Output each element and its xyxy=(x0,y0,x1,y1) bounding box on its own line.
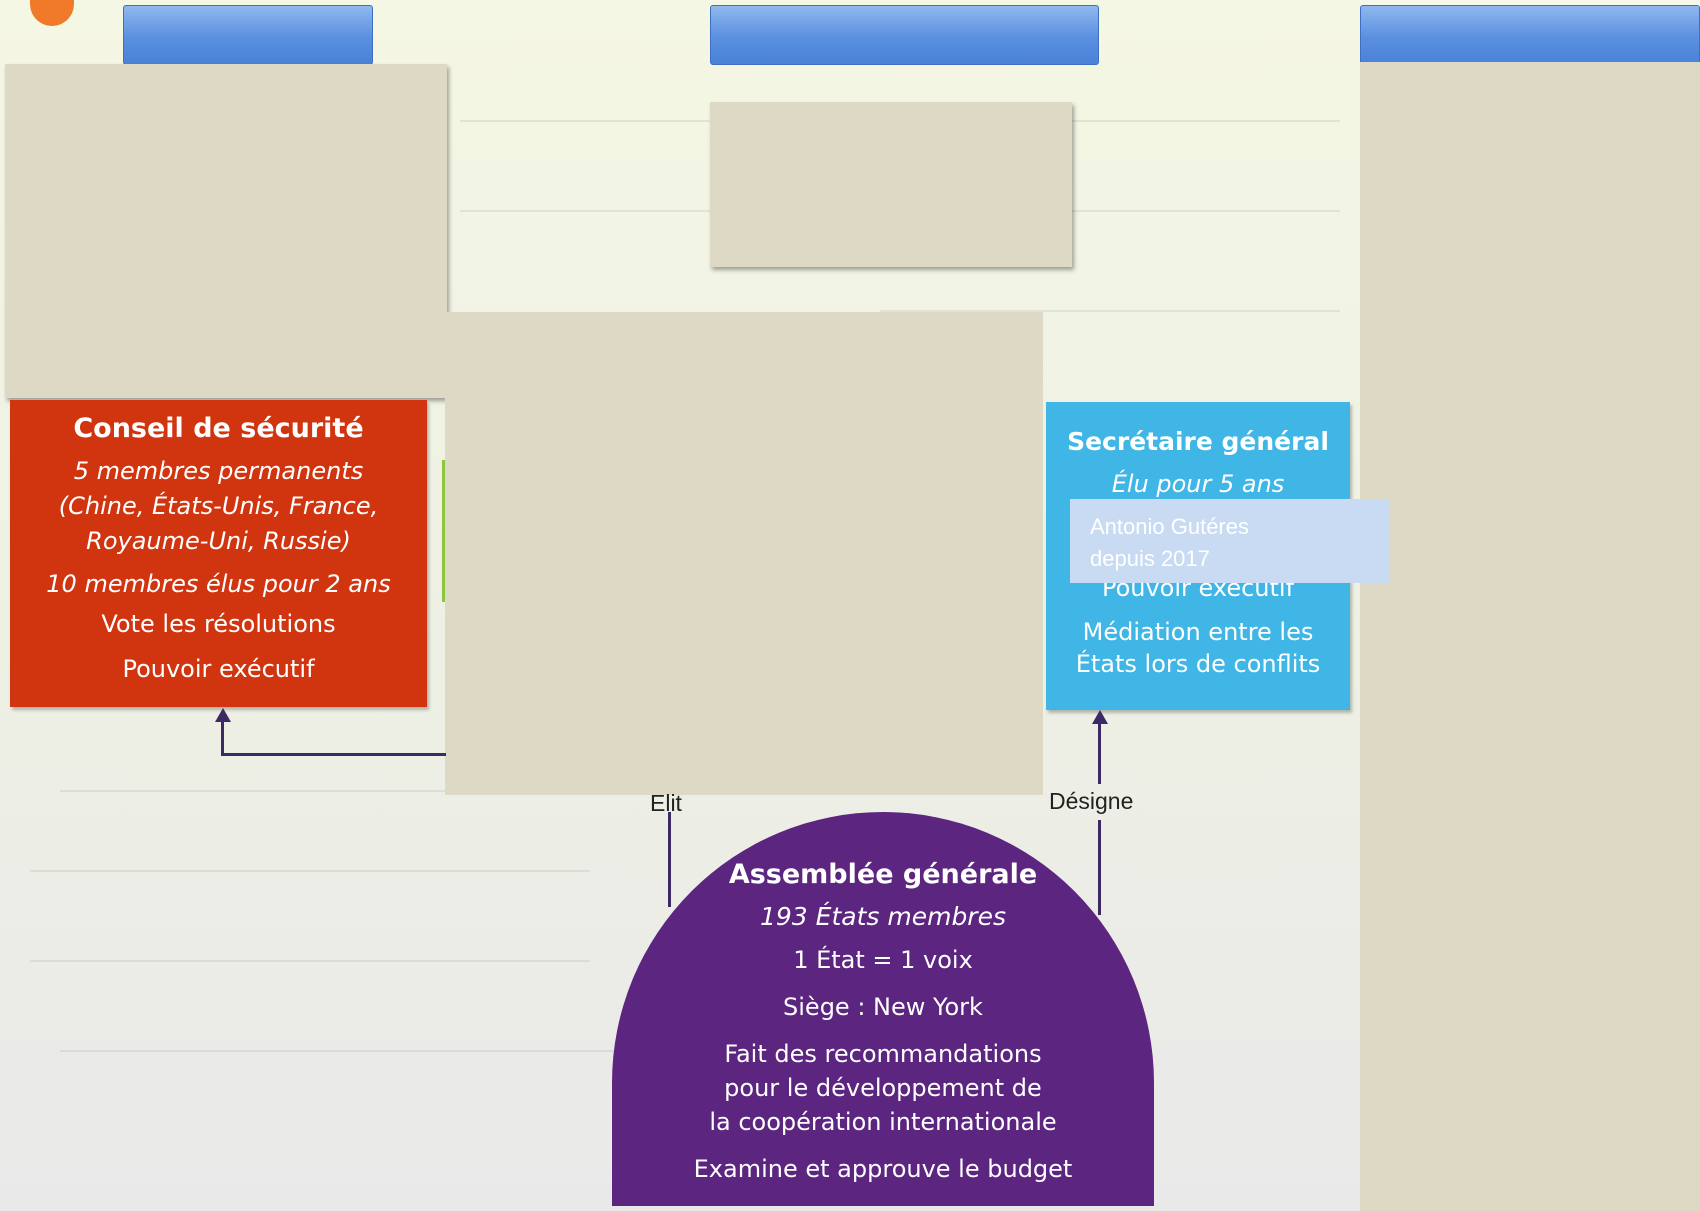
connector-elit-vertical xyxy=(668,812,671,907)
security-council-box: Conseil de sécurité 5 membres permanents… xyxy=(10,400,427,707)
connector-security-horizontal xyxy=(221,753,446,756)
general-assembly-title: Assemblée générale xyxy=(728,859,1038,890)
secretary-general-role-mediation-2: États lors de conflits xyxy=(1075,650,1321,678)
security-council-permanent-list-2: Royaume-Uni, Russie) xyxy=(86,527,351,555)
general-assembly-seat: Siège : New York xyxy=(783,993,983,1021)
label-elit: Elit xyxy=(650,790,682,816)
security-council-permanent-list-1: (Chine, États-Unis, France, xyxy=(58,492,379,520)
panel-center xyxy=(445,312,1043,795)
secretary-note-year: depuis 2017 xyxy=(1090,546,1210,571)
panel-top-left xyxy=(5,64,447,398)
general-assembly-role-recommendations-2: pour le développement de xyxy=(724,1074,1042,1102)
arrow-to-security-council xyxy=(215,708,231,722)
security-council-role-executive: Pouvoir exécutif xyxy=(122,655,315,683)
security-council-role-votes: Vote les résolutions xyxy=(101,610,336,638)
general-assembly-role-recommendations-3: la coopération internationale xyxy=(709,1108,1057,1136)
header-tab-left[interactable] xyxy=(123,5,373,65)
secretary-general-role-mediation-1: Médiation entre les xyxy=(1082,618,1314,646)
connector-designe-top xyxy=(1098,722,1101,784)
general-assembly-vote: 1 État = 1 voix xyxy=(793,946,973,974)
secretary-general-title: Secrétaire général xyxy=(1067,427,1329,456)
connector-security-vertical xyxy=(221,720,224,756)
arrow-to-secretary-general xyxy=(1092,710,1108,724)
header-tab-right[interactable] xyxy=(1360,5,1700,65)
general-assembly-dome: Assemblée générale 193 États membres 1 É… xyxy=(612,812,1154,1206)
security-council-permanent: 5 membres permanents xyxy=(73,457,364,485)
label-designe: Désigne xyxy=(1049,788,1134,814)
security-council-title: Conseil de sécurité xyxy=(73,413,364,444)
security-council-elected: 10 membres élus pour 2 ans xyxy=(46,570,391,598)
connector-designe-bottom xyxy=(1098,820,1101,915)
secretary-general-term: Élu pour 5 ans xyxy=(1111,470,1285,498)
secretary-note-name: Antonio Gutéres xyxy=(1090,514,1249,539)
general-assembly-role-recommendations-1: Fait des recommandations xyxy=(724,1040,1042,1068)
secretary-note: Antonio Gutéres depuis 2017 xyxy=(1070,499,1390,583)
general-assembly-role-budget: Examine et approuve le budget xyxy=(693,1155,1073,1183)
panel-top-center xyxy=(710,102,1072,267)
panel-right xyxy=(1360,62,1700,1211)
header-tab-center[interactable] xyxy=(710,5,1099,65)
general-assembly-members: 193 États membres xyxy=(760,902,1006,931)
